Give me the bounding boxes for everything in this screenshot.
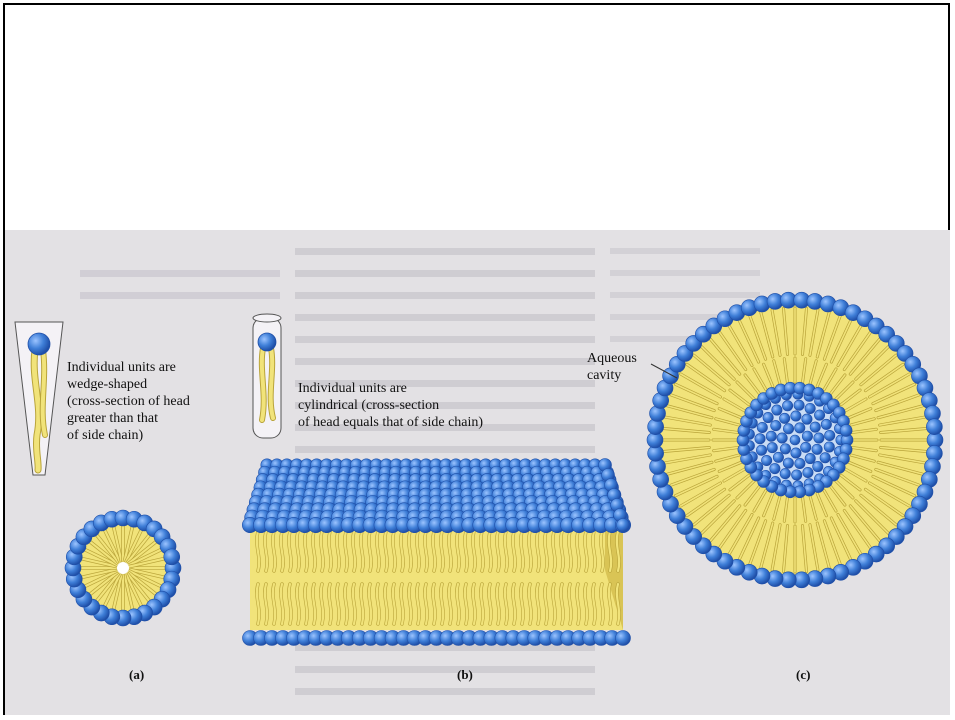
lipid-aggregates-figure: Individual units are wedge-shaped (cross… bbox=[5, 230, 950, 715]
aqueous-cavity-label: Aqueous cavity bbox=[587, 350, 637, 384]
panel-label-a: (a) bbox=[129, 667, 144, 683]
wedge-unit-icon bbox=[15, 322, 63, 475]
bilayer-sheet bbox=[242, 459, 630, 646]
liposome bbox=[647, 292, 943, 588]
micelle bbox=[65, 510, 181, 626]
cylinder-unit-caption: Individual units are cylindrical (cross-… bbox=[298, 380, 483, 431]
panel-label-c: (c) bbox=[796, 667, 810, 683]
wedge-unit-caption: Individual units are wedge-shaped (cross… bbox=[67, 359, 190, 444]
cylinder-unit-icon bbox=[253, 314, 281, 438]
panel-label-b: (b) bbox=[457, 667, 473, 683]
figure-illustration bbox=[5, 230, 950, 715]
